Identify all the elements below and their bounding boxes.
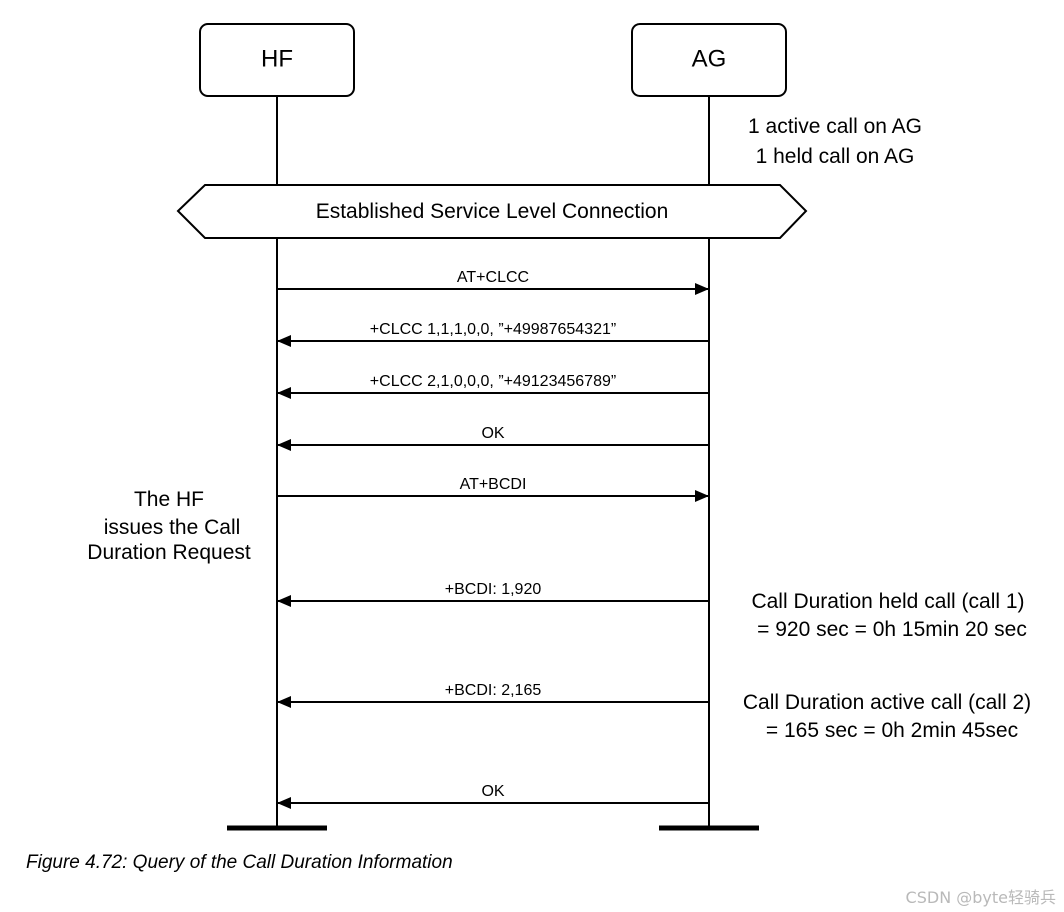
message-at-clcc: AT+CLCC xyxy=(277,269,709,295)
active-duration-note-line-1: Call Duration active call (call 2) xyxy=(743,691,1031,714)
message-label: OK xyxy=(481,783,504,800)
active-duration-note-line-2: = 165 sec = 0h 2min 45sec xyxy=(766,719,1018,742)
message-label: OK xyxy=(481,425,504,442)
message-label: AT+CLCC xyxy=(457,269,529,286)
message-label: +CLCC 2,1,0,0,0, ”+49123456789” xyxy=(370,373,616,390)
message-ok-bcdi: OK xyxy=(277,783,709,809)
held-duration-note-line-2: = 920 sec = 0h 15min 20 sec xyxy=(757,618,1027,641)
message-label: +BCDI: 1,920 xyxy=(445,581,542,598)
message-ok-clcc: OK xyxy=(277,425,709,451)
watermark: CSDN @byte轻骑兵 xyxy=(905,888,1056,907)
hf-request-note-line-3: Duration Request xyxy=(87,541,251,564)
slc-banner-shape xyxy=(176,184,808,239)
message-label: +CLCC 1,1,1,0,0, ”+49987654321” xyxy=(370,321,616,338)
slc-banner: Established Service Level Connection xyxy=(176,184,808,239)
message-label: AT+BCDI xyxy=(460,476,527,493)
message-clcc-call-1: +CLCC 1,1,1,0,0, ”+49987654321” xyxy=(277,321,709,347)
message-clcc-call-2: +CLCC 2,1,0,0,0, ”+49123456789” xyxy=(277,373,709,399)
participant-ag-label: AG xyxy=(692,45,727,72)
figure-caption: Figure 4.72: Query of the Call Duration … xyxy=(26,852,453,873)
participant-hf-label: HF xyxy=(261,45,293,72)
hf-request-note-line-1: The HF xyxy=(134,488,204,511)
message-bcdi-call-2: +BCDI: 2,165 xyxy=(277,682,709,708)
message-at-bcdi: AT+BCDI xyxy=(277,476,709,502)
participant-hf: HF xyxy=(199,23,355,97)
hf-request-note-line-2: issues the Call xyxy=(104,516,241,539)
message-label: +BCDI: 2,165 xyxy=(445,682,542,699)
participant-ag: AG xyxy=(631,23,787,97)
message-bcdi-call-1: +BCDI: 1,920 xyxy=(277,581,709,607)
ag-state-note-line-2: 1 held call on AG xyxy=(756,145,915,168)
slc-banner-label: Established Service Level Connection xyxy=(316,200,669,223)
ag-state-note-line-1: 1 active call on AG xyxy=(748,115,922,138)
held-duration-note-line-1: Call Duration held call (call 1) xyxy=(751,590,1024,613)
